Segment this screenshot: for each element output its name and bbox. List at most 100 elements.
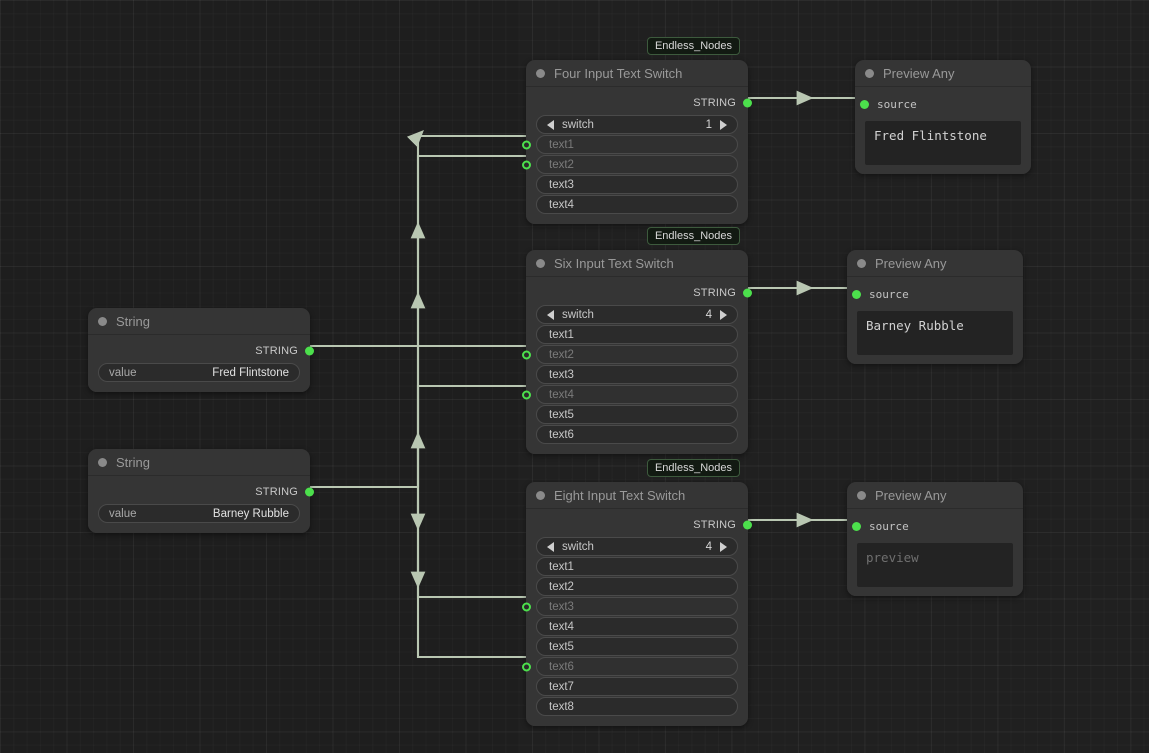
input-slot-text5[interactable]: text5 xyxy=(536,637,738,656)
stepper-increment-icon[interactable] xyxy=(720,309,727,320)
switch-value[interactable]: 4 xyxy=(705,308,712,321)
input-socket-source[interactable] xyxy=(852,522,861,531)
node-string-2[interactable]: String STRING value Barney Rubble xyxy=(88,449,314,533)
collapse-dot-icon[interactable] xyxy=(536,68,545,78)
collapse-dot-icon[interactable] xyxy=(865,68,874,78)
input-slot-text8[interactable]: text8 xyxy=(536,697,738,716)
output-socket-string[interactable] xyxy=(305,346,314,356)
node-preview-any-1[interactable]: Preview Any source Fred Flintstone xyxy=(855,60,1031,174)
node-title-bar[interactable]: Preview Any xyxy=(847,482,1023,509)
node-six-input-text-switch[interactable]: Endless_Nodes Six Input Text Switch STRI… xyxy=(522,227,752,454)
input-slot-text3[interactable]: text3 xyxy=(522,597,738,616)
input-socket-source[interactable] xyxy=(860,100,869,109)
switch-value[interactable]: 1 xyxy=(705,118,712,131)
value-widget-label: value xyxy=(109,366,137,379)
input-slot-text4[interactable]: text4 xyxy=(536,617,738,636)
input-slot-text1[interactable]: text1 xyxy=(522,135,738,154)
collapse-dot-icon[interactable] xyxy=(536,490,545,500)
node-body: source preview xyxy=(847,509,1023,596)
input-slot-label: text4 xyxy=(549,198,574,211)
stepper-increment-icon[interactable] xyxy=(720,541,727,552)
input-slot-label: text2 xyxy=(549,348,574,361)
input-slot-text1[interactable]: text1 xyxy=(536,557,738,576)
node-four-input-text-switch[interactable]: Endless_Nodes Four Input Text Switch STR… xyxy=(522,37,752,224)
node-title-label: Four Input Text Switch xyxy=(554,65,683,81)
node-title-bar[interactable]: Four Input Text Switch xyxy=(526,60,748,87)
output-label: STRING xyxy=(255,345,298,357)
input-slot-text7[interactable]: text7 xyxy=(536,677,738,696)
collapse-dot-icon[interactable] xyxy=(857,258,866,268)
preview-text-area[interactable]: Fred Flintstone xyxy=(865,121,1021,165)
collapse-dot-icon[interactable] xyxy=(857,490,866,500)
input-slot-label: text4 xyxy=(549,388,574,401)
preview-text-area[interactable]: preview xyxy=(857,543,1013,587)
node-body: STRING value Fred Flintstone xyxy=(88,335,314,392)
node-eight-input-text-switch[interactable]: Endless_Nodes Eight Input Text Switch ST… xyxy=(522,459,752,726)
node-body: STRING switch 1 text1 text2 text3 tex xyxy=(522,87,752,224)
preview-text-area[interactable]: Barney Rubble xyxy=(857,311,1013,355)
node-title-bar[interactable]: String xyxy=(88,308,310,335)
input-slot-text3[interactable]: text3 xyxy=(536,175,738,194)
node-title-bar[interactable]: String xyxy=(88,449,310,476)
input-socket-text2[interactable] xyxy=(522,160,531,169)
input-slot-label: text5 xyxy=(549,640,574,653)
collapse-dot-icon[interactable] xyxy=(98,316,107,326)
input-slot-text2[interactable]: text2 xyxy=(522,345,738,364)
input-slot-text6[interactable]: text6 xyxy=(536,425,738,444)
stepper-decrement-icon[interactable] xyxy=(547,119,554,130)
input-slot-text1[interactable]: text1 xyxy=(536,325,738,344)
input-slot-label: text3 xyxy=(549,600,574,613)
input-socket-text1[interactable] xyxy=(522,140,531,149)
node-title-bar[interactable]: Six Input Text Switch xyxy=(526,250,748,277)
input-slot-label: text7 xyxy=(549,680,574,693)
switch-stepper[interactable]: switch 1 xyxy=(536,115,738,134)
input-socket-text2[interactable] xyxy=(522,350,531,359)
value-widget[interactable]: value Fred Flintstone xyxy=(98,363,300,382)
node-title-bar[interactable]: Preview Any xyxy=(855,60,1031,87)
input-slot-text2[interactable]: text2 xyxy=(536,577,738,596)
stepper-decrement-icon[interactable] xyxy=(547,309,554,320)
switch-value[interactable]: 4 xyxy=(705,540,712,553)
node-preview-any-3[interactable]: Preview Any source preview xyxy=(847,482,1023,596)
node-preview-any-2[interactable]: Preview Any source Barney Rubble xyxy=(847,250,1023,364)
output-socket-string[interactable] xyxy=(743,520,752,530)
input-slot-label: text6 xyxy=(549,660,574,673)
input-slot-label: text2 xyxy=(549,580,574,593)
input-slot-text2[interactable]: text2 xyxy=(522,155,738,174)
input-row-source[interactable]: source xyxy=(852,517,1013,536)
input-socket-text6[interactable] xyxy=(522,662,531,671)
input-slot-label: text3 xyxy=(549,368,574,381)
input-slot-text6[interactable]: text6 xyxy=(522,657,738,676)
node-title-bar[interactable]: Eight Input Text Switch xyxy=(526,482,748,509)
input-row-source[interactable]: source xyxy=(852,285,1013,304)
input-slot-text5[interactable]: text5 xyxy=(536,405,738,424)
input-slot-label: text1 xyxy=(549,328,574,341)
collapse-dot-icon[interactable] xyxy=(98,457,107,467)
input-socket-source[interactable] xyxy=(852,290,861,299)
stepper-decrement-icon[interactable] xyxy=(547,541,554,552)
value-widget-value[interactable]: Barney Rubble xyxy=(212,507,289,520)
stepper-increment-icon[interactable] xyxy=(720,119,727,130)
switch-stepper[interactable]: switch 4 xyxy=(536,537,738,556)
node-string-1[interactable]: String STRING value Fred Flintstone xyxy=(88,308,314,392)
value-widget[interactable]: value Barney Rubble xyxy=(98,504,300,523)
switch-stepper[interactable]: switch 4 xyxy=(536,305,738,324)
output-socket-string[interactable] xyxy=(743,288,752,298)
input-socket-text3[interactable] xyxy=(522,602,531,611)
collapse-dot-icon[interactable] xyxy=(536,258,545,268)
output-socket-string[interactable] xyxy=(305,487,314,497)
input-row-source[interactable]: source xyxy=(860,95,1021,114)
input-socket-text4[interactable] xyxy=(522,390,531,399)
node-title-bar[interactable]: Preview Any xyxy=(847,250,1023,277)
input-slot-text4[interactable]: text4 xyxy=(536,195,738,214)
output-row-string: STRING xyxy=(536,93,752,113)
output-socket-string[interactable] xyxy=(743,98,752,108)
value-widget-value[interactable]: Fred Flintstone xyxy=(212,366,289,379)
node-title-label: String xyxy=(116,454,150,470)
input-slot-text3[interactable]: text3 xyxy=(536,365,738,384)
node-pack-badge: Endless_Nodes xyxy=(646,37,740,55)
input-slot-text4[interactable]: text4 xyxy=(522,385,738,404)
node-body: source Fred Flintstone xyxy=(855,87,1031,174)
